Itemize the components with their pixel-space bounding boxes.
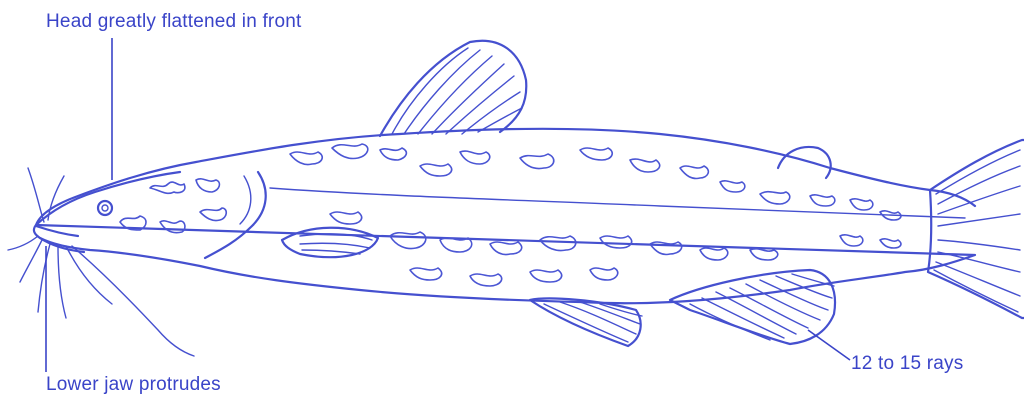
barbels <box>8 168 194 356</box>
lateral-line <box>270 188 965 218</box>
head-label: Head greatly flattened in front <box>46 11 301 33</box>
pectoral-fin-rays <box>300 234 372 254</box>
head-flattened-outline <box>36 172 180 225</box>
eye <box>98 201 112 215</box>
gill-cover-inner <box>240 176 251 224</box>
rays-leader-line <box>808 330 850 360</box>
dorsal-fin <box>380 41 526 136</box>
adipose-fin <box>778 147 831 178</box>
mouth-line <box>36 226 78 236</box>
lower-jaw-label: Lower jaw protrudes <box>46 374 221 396</box>
pupil <box>102 205 108 211</box>
caudal-fin-rays <box>934 150 1020 312</box>
anal-fin-rays-label: 12 to 15 rays <box>851 353 963 375</box>
gill-cover <box>205 172 266 258</box>
mottled-markings <box>120 144 901 286</box>
fish-body-outline <box>34 129 975 304</box>
pectoral-fin <box>282 228 378 257</box>
anal-fin-rays <box>690 274 834 340</box>
